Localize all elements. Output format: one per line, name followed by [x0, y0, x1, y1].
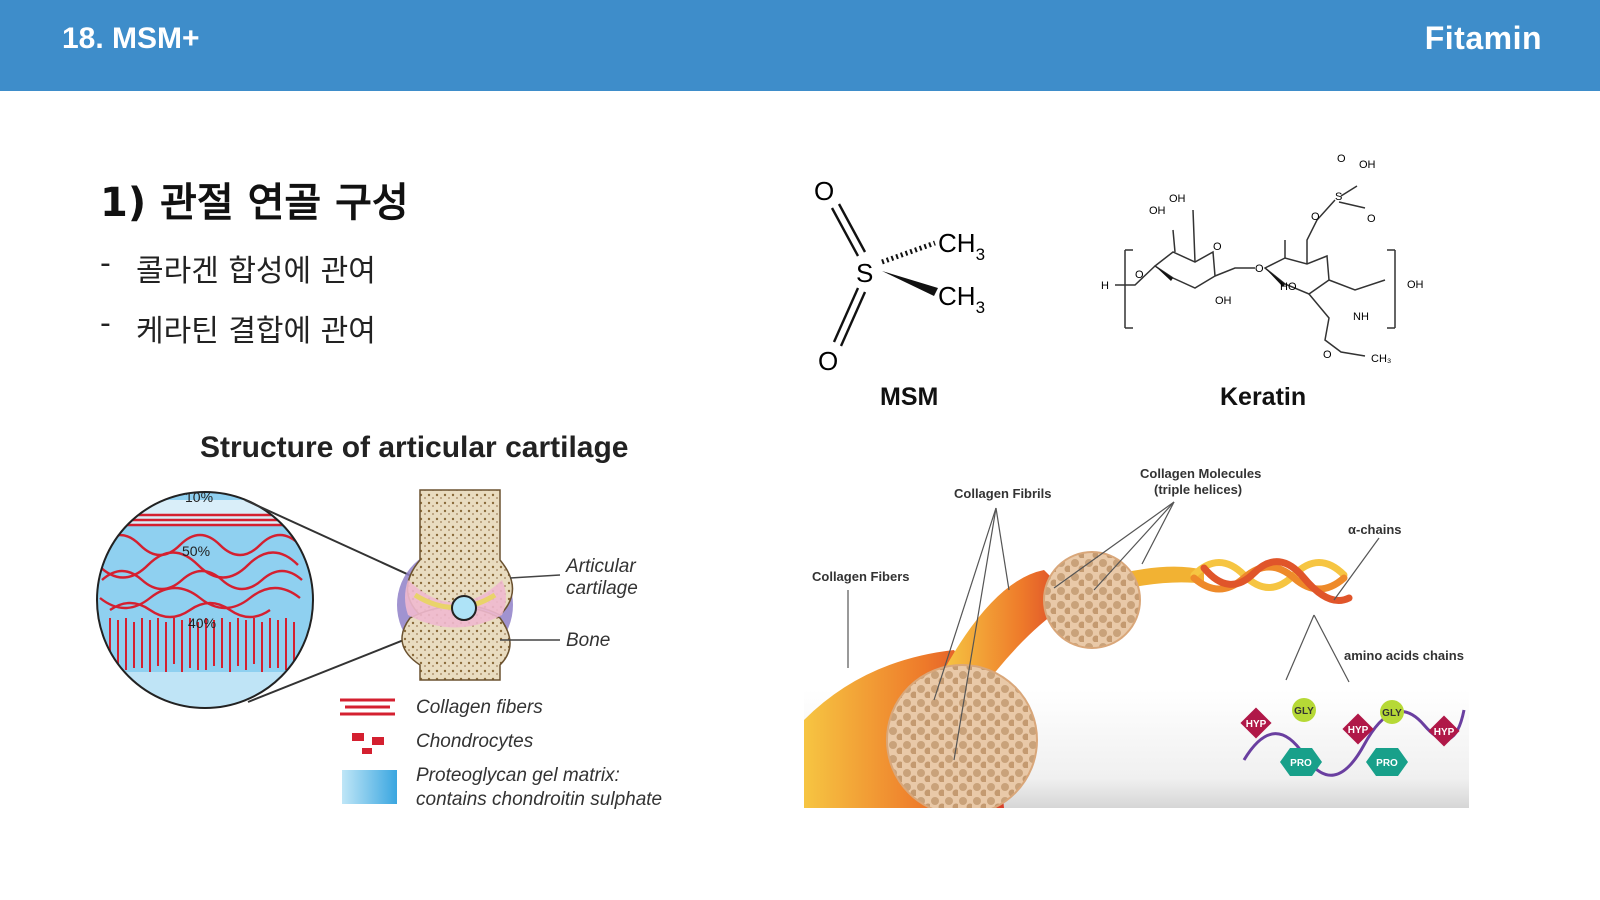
cartilage-diagram: Structure of articular cartilage 10% 50%…	[96, 431, 662, 810]
zone-label: 40%	[188, 615, 216, 631]
bullet-dash: -	[100, 246, 111, 281]
atom-label: OH	[1215, 295, 1232, 307]
atom-s: S	[856, 258, 873, 288]
atom-o-top: O	[814, 176, 834, 206]
joint-illustration	[397, 489, 514, 681]
bullet-text: 콜라겐 합성에 관여	[136, 254, 376, 289]
atom-label: HO	[1280, 281, 1297, 293]
bond	[830, 207, 860, 257]
keratin-caption: Keratin	[1220, 383, 1307, 411]
atom-label: OH	[1169, 193, 1186, 205]
atom-label: S	[1335, 191, 1342, 203]
fibrils-label: Collagen Fibrils	[954, 486, 1052, 501]
bullet-list: - 콜라겐 합성에 관여 - 케라틴 결합에 관여	[100, 246, 376, 366]
keratin-molecule: H O OH OH O OH O HO O OH S O O OH NH O C…	[1101, 153, 1424, 365]
atom-label: O	[1311, 211, 1320, 223]
residue-label: GLY	[1294, 706, 1314, 717]
atom-label: O	[1255, 263, 1264, 275]
section-heading: 1) 관절 연골 구성	[100, 180, 409, 226]
atom-label: NH	[1353, 311, 1369, 323]
legend-chondrocytes: Chondrocytes	[416, 731, 534, 752]
bullet-dash: -	[100, 306, 111, 341]
matrix-legend-icon	[342, 770, 397, 804]
hashed-bond	[881, 240, 936, 265]
keratin-structure: H O OH OH O OH O HO O OH S O O OH NH O C…	[1095, 140, 1435, 380]
atom-label: O	[1135, 269, 1144, 281]
magnified-cartilage	[97, 492, 313, 708]
msm-molecule: O S O CH3 CH3	[814, 176, 985, 376]
zone-label: 10%	[185, 489, 213, 505]
figure-title: Structure of articular cartilage	[200, 431, 628, 464]
atom-label: OH	[1407, 279, 1424, 291]
collagen-diagram: Collagen Fibers Collagen Fibrils Collage…	[804, 466, 1469, 808]
bullet-item: - 콜라겐 합성에 관여	[100, 246, 376, 306]
atom-label: CH₃	[1371, 353, 1391, 365]
collagen-figure: Collagen Fibers Collagen Fibrils Collage…	[804, 460, 1469, 808]
residue-label: HYP	[1434, 727, 1455, 738]
atom-ch3: CH3	[938, 228, 985, 264]
wedge-bond	[882, 271, 938, 296]
pointer-lines	[847, 501, 1380, 761]
atom-label: O	[1213, 241, 1222, 253]
residue-label: PRO	[1376, 758, 1398, 769]
legend-matrix: Proteoglycan gel matrix:	[416, 765, 620, 786]
molecule-cross-section	[1043, 551, 1141, 649]
articular-label: cartilage	[566, 578, 638, 599]
amino-label: amino acids chains	[1344, 648, 1464, 663]
residue-label: PRO	[1290, 758, 1312, 769]
collagen-legend-icon	[340, 698, 395, 716]
atom-label: O	[1323, 349, 1332, 361]
atom-label: O	[1367, 213, 1376, 225]
articular-label: Articular	[565, 556, 636, 577]
alpha-label: α-chains	[1348, 522, 1402, 537]
molecules-label: Collagen Molecules	[1140, 466, 1261, 481]
residue-label: HYP	[1246, 719, 1267, 730]
msm-caption: MSM	[880, 383, 939, 411]
bullet-text: 케라틴 결합에 관여	[136, 314, 376, 349]
zone-label: 50%	[182, 543, 210, 559]
fibril-cross-section	[886, 664, 1038, 808]
bond	[839, 291, 867, 347]
atom-label: H	[1101, 280, 1109, 292]
bond	[832, 287, 860, 343]
pointer-line	[509, 574, 561, 579]
brand-logo: Fitamin	[1424, 20, 1542, 56]
triple-helix	[1190, 558, 1353, 604]
slide-title: 18. MSM+	[62, 22, 200, 55]
msm-structure: O S O CH3 CH3	[800, 170, 1020, 380]
residue-label: HYP	[1348, 725, 1369, 736]
legend-matrix: contains chondroitin sulphate	[416, 789, 662, 810]
atom-o-bottom: O	[818, 346, 838, 376]
fibers-label: Collagen Fibers	[812, 569, 910, 584]
residue-label: GLY	[1382, 708, 1402, 719]
atom-label: OH	[1149, 205, 1166, 217]
legend: Collagen fibers Chondrocytes Proteoglyca…	[340, 697, 662, 810]
chondrocyte-legend-icon	[352, 733, 384, 754]
atom-ch3: CH3	[938, 281, 985, 317]
bullet-item: - 케라틴 결합에 관여	[100, 306, 376, 366]
header-bar: 18. MSM+ Fitamin	[0, 0, 1600, 91]
molecules-label: (triple helices)	[1154, 482, 1242, 497]
legend-collagen: Collagen fibers	[416, 697, 543, 718]
bone-label: Bone	[566, 630, 610, 651]
atom-label: O	[1337, 153, 1346, 165]
atom-label: OH	[1359, 159, 1376, 171]
bond	[837, 203, 867, 253]
cartilage-figure: Structure of articular cartilage 10% 50%…	[90, 420, 690, 820]
